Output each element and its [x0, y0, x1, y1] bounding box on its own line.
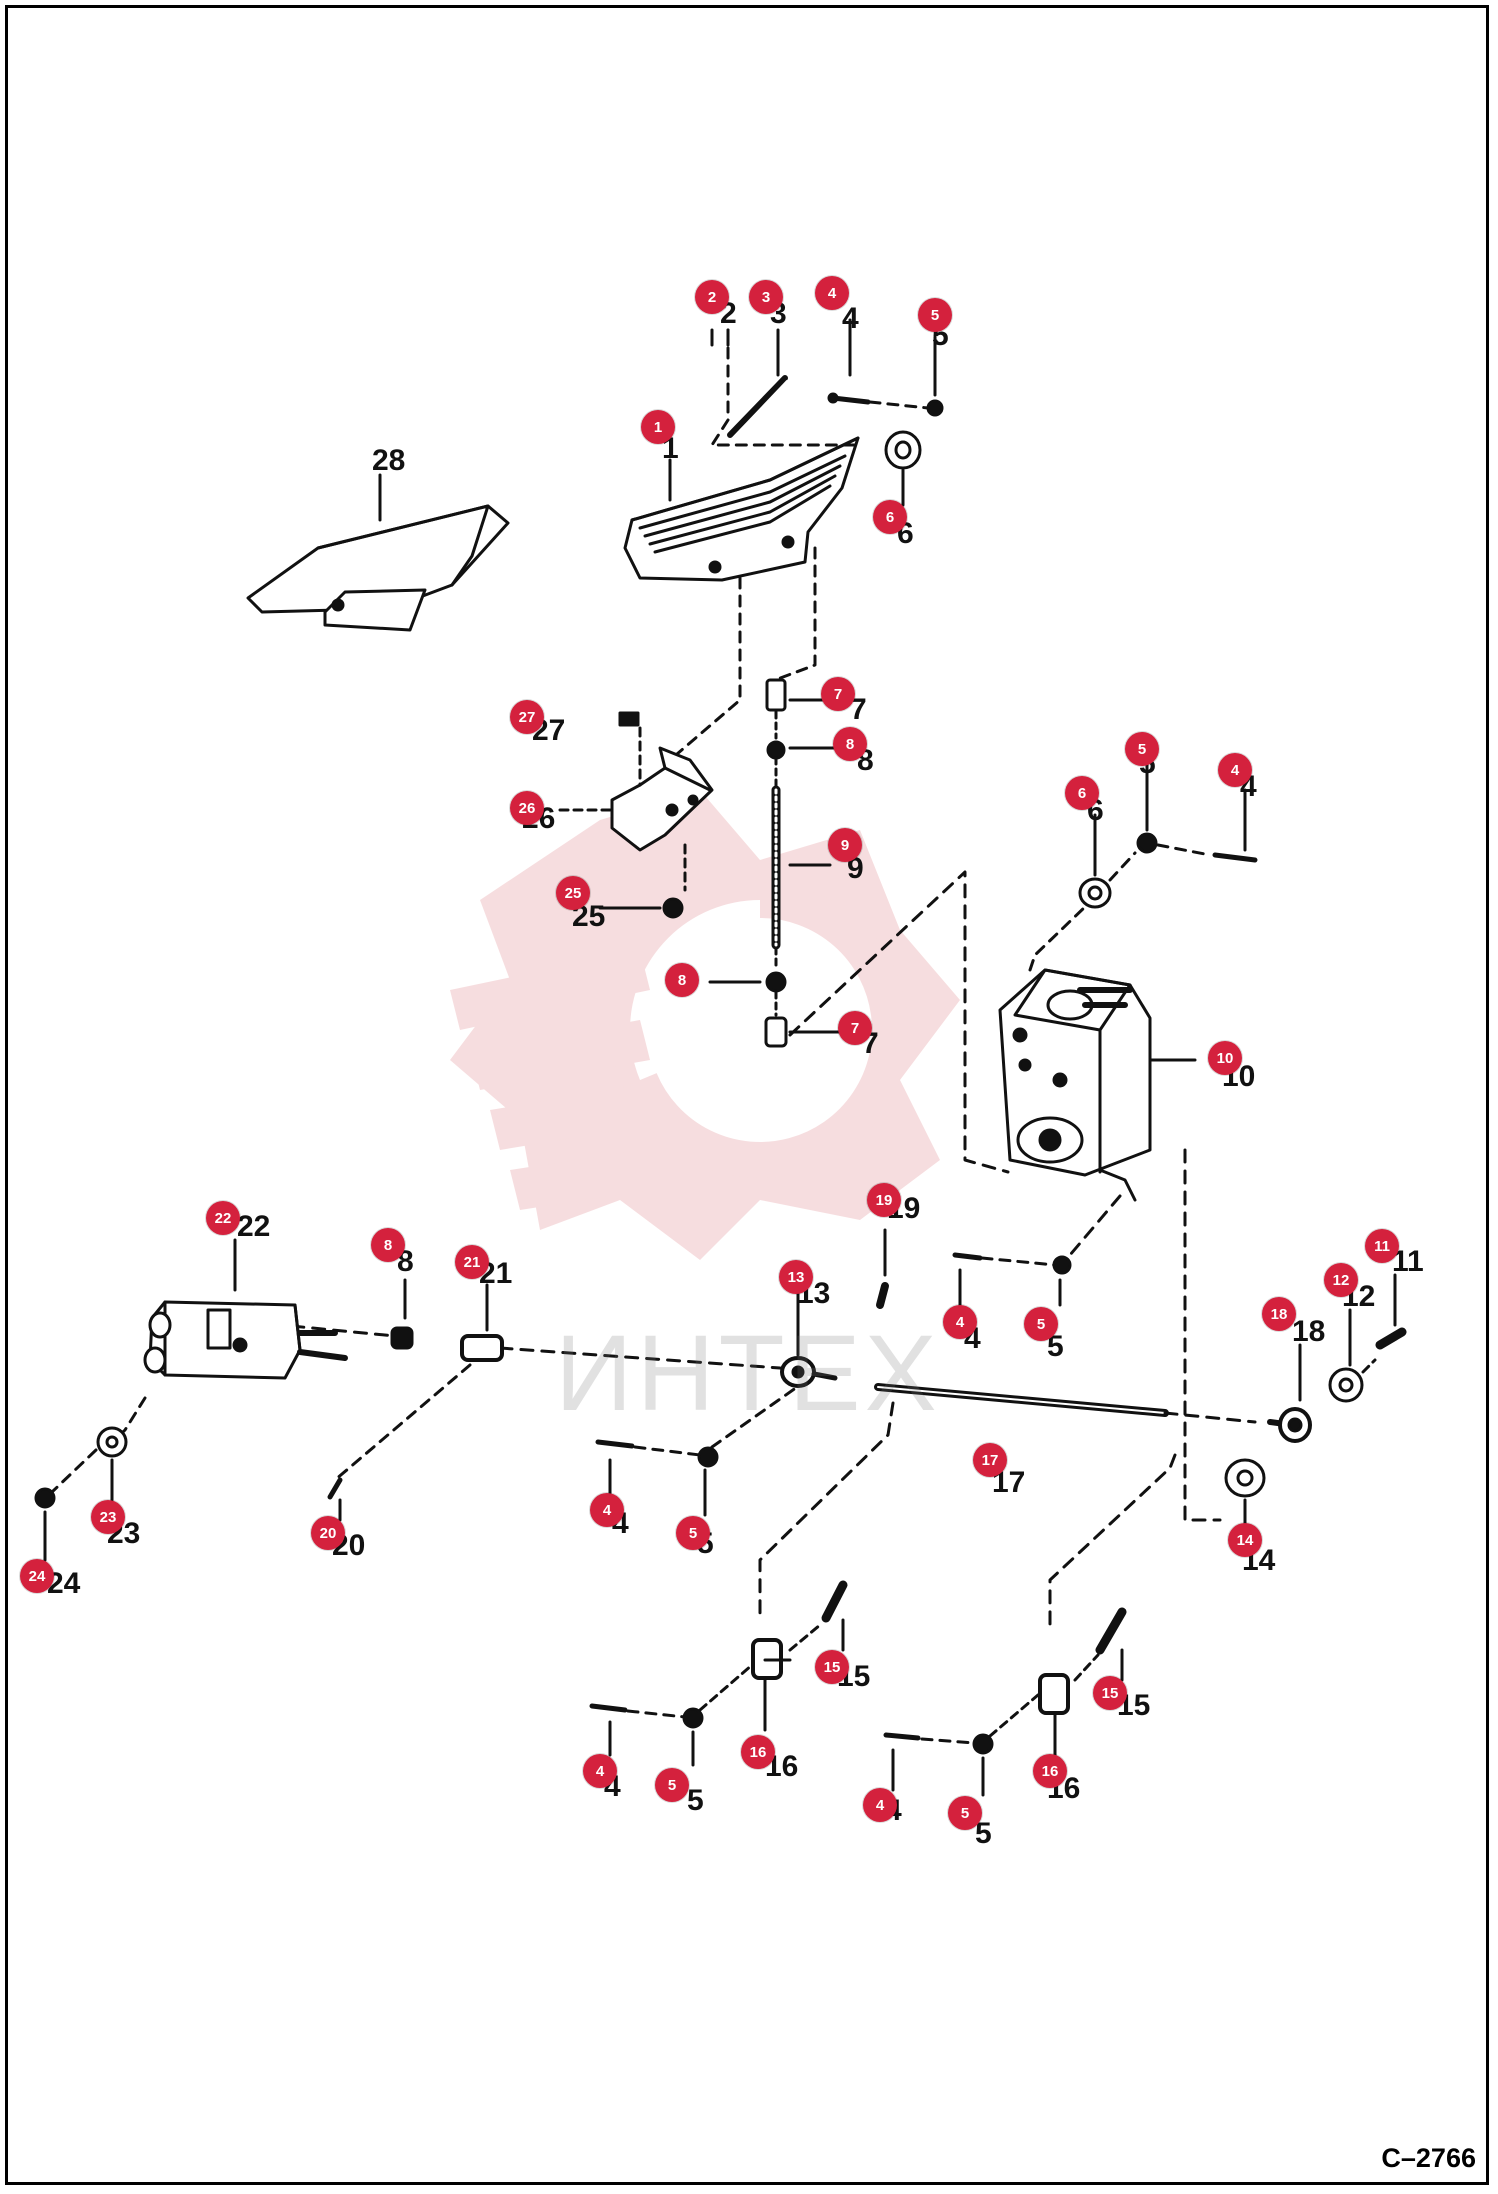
part-label-28: 28 [372, 444, 406, 477]
callout-part-24[interactable]: 24 [20, 1559, 54, 1593]
callout-part-3[interactable]: 3 [749, 280, 783, 314]
figure-code: C–2766 [1381, 2143, 1476, 2173]
callout-part-8[interactable]: 8 [371, 1228, 405, 1262]
callout-part-6[interactable]: 6 [1065, 776, 1099, 810]
callout-part-5[interactable]: 5 [676, 1516, 710, 1550]
callout-part-4[interactable]: 4 [1218, 753, 1252, 787]
pedal-part-1 [623, 436, 860, 582]
callout-part-1[interactable]: 1 [641, 410, 675, 444]
callout-part-12[interactable]: 12 [1324, 1263, 1358, 1297]
callout-part-5[interactable]: 5 [948, 1796, 982, 1830]
callout-part-20[interactable]: 20 [311, 1516, 345, 1550]
callout-part-18[interactable]: 18 [1262, 1297, 1296, 1331]
callout-part-4[interactable]: 4 [583, 1754, 617, 1788]
callout-part-4[interactable]: 4 [863, 1788, 897, 1822]
callout-part-16[interactable]: 16 [741, 1735, 775, 1769]
callout-part-6[interactable]: 6 [873, 500, 907, 534]
callout-part-4[interactable]: 4 [815, 276, 849, 310]
pin-part-3 [727, 375, 788, 438]
callout-part-17[interactable]: 17 [973, 1443, 1007, 1477]
callout-part-10[interactable]: 10 [1208, 1041, 1242, 1075]
part-label-4: 4 [842, 302, 859, 335]
pedal-cover-part-28 [246, 504, 510, 632]
callout-part-14[interactable]: 14 [1228, 1523, 1262, 1557]
part-label-7: 7 [850, 693, 867, 726]
callout-part-27[interactable]: 27 [510, 700, 544, 734]
callout-part-15[interactable]: 15 [815, 1650, 849, 1684]
callout-part-5[interactable]: 5 [1024, 1307, 1058, 1341]
callout-part-21[interactable]: 21 [455, 1245, 489, 1279]
callout-part-13[interactable]: 13 [779, 1260, 813, 1294]
part-label-22: 22 [237, 1210, 271, 1243]
callout-part-5[interactable]: 5 [1125, 732, 1159, 766]
callout-part-5[interactable]: 5 [655, 1768, 689, 1802]
callout-part-19[interactable]: 19 [867, 1183, 901, 1217]
callout-part-9[interactable]: 9 [828, 828, 862, 862]
part-label-5: 5 [1047, 1330, 1064, 1363]
watermark-text: ИНТЕХ [555, 1312, 941, 1433]
part-label-5: 5 [687, 1784, 704, 1817]
callout-part-22[interactable]: 22 [206, 1201, 240, 1235]
callout-part-5[interactable]: 5 [918, 298, 952, 332]
callout-part-7[interactable]: 7 [821, 677, 855, 711]
valve-part-22 [143, 1300, 348, 1380]
part-label-18: 18 [1292, 1315, 1326, 1348]
callout-part-23[interactable]: 23 [91, 1500, 125, 1534]
part-label-9: 9 [847, 852, 864, 885]
callout-part-4[interactable]: 4 [943, 1305, 977, 1339]
callout-part-7[interactable]: 7 [838, 1011, 872, 1045]
callout-part-8[interactable]: 8 [665, 963, 699, 997]
callout-part-15[interactable]: 15 [1093, 1676, 1127, 1710]
callout-part-4[interactable]: 4 [590, 1493, 624, 1527]
diagram-frame [5, 5, 1489, 2185]
part-label-5: 5 [975, 1817, 992, 1850]
control-unit-part-10 [998, 968, 1197, 1202]
callout-part-8[interactable]: 8 [833, 727, 867, 761]
callout-part-26[interactable]: 26 [510, 791, 544, 825]
callout-part-16[interactable]: 16 [1033, 1754, 1067, 1788]
callout-part-25[interactable]: 25 [556, 876, 590, 910]
bracket-part-26 [610, 746, 714, 852]
callout-part-11[interactable]: 11 [1365, 1229, 1399, 1263]
callout-part-2[interactable]: 2 [695, 280, 729, 314]
